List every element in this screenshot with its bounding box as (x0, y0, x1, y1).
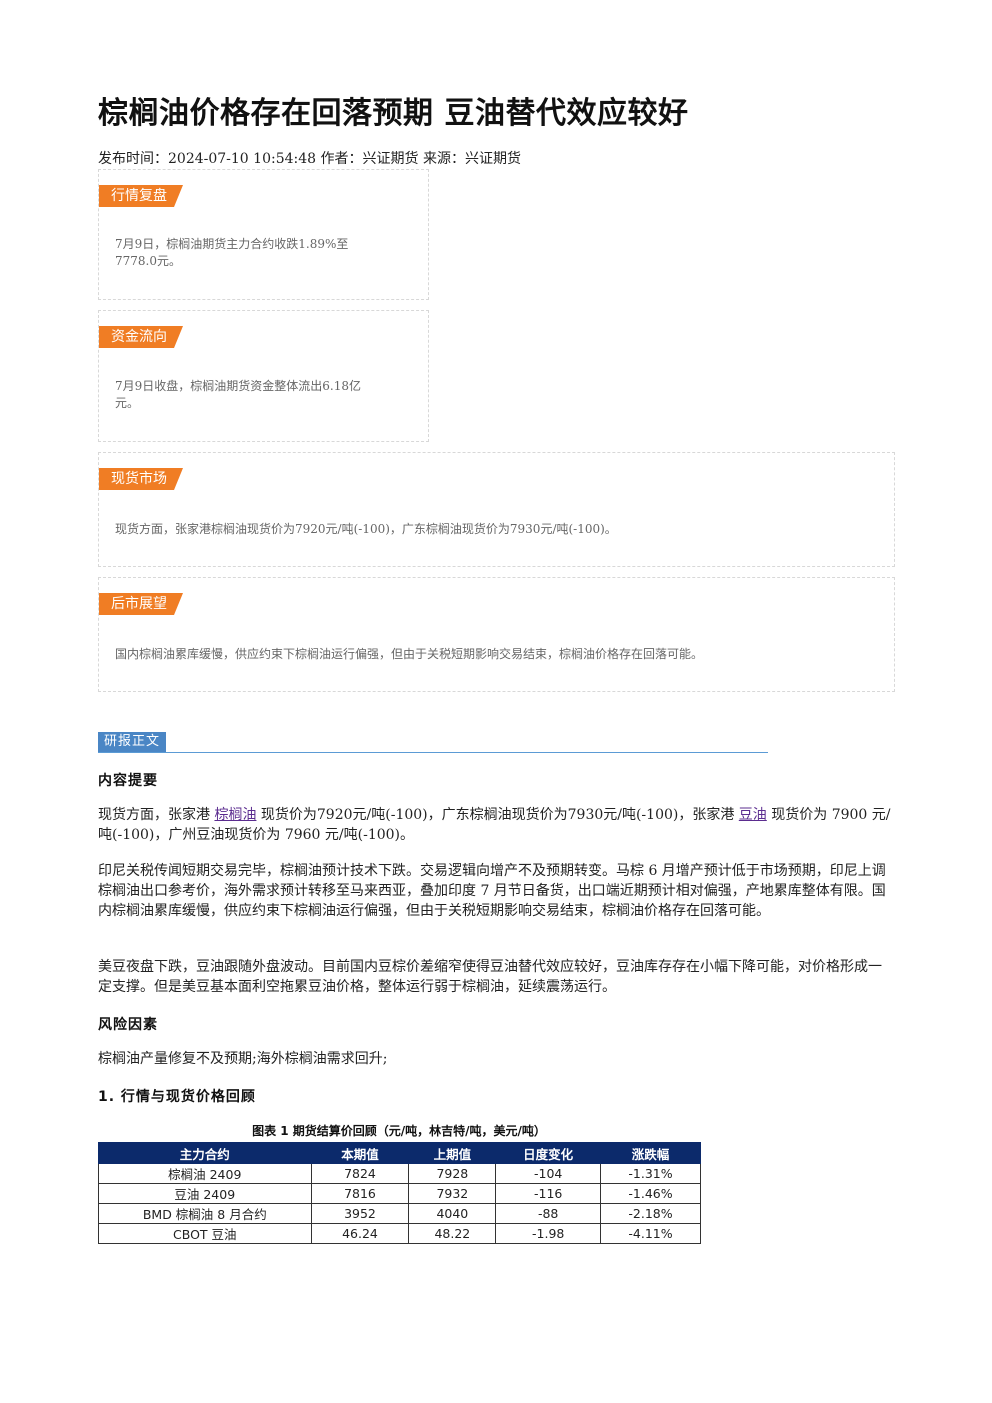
report-section-tag: 研报正文 (98, 732, 167, 752)
summary-paragraph-3: 美豆夜盘下跌，豆油跟随外盘波动。目前国内豆棕价差缩窄使得豆油替代效应较好，豆油库… (98, 959, 882, 995)
cell-contract: 豆油 2409 (98, 1183, 312, 1204)
summary-paragraph-2: 印尼关税传闻短期交易完毕，棕榈油预计技术下跌。交易逻辑向增产不及预期转变。马棕 … (98, 863, 886, 919)
fund-flow-text: 7月9日收盘，棕榈油期货资金整体流出6.18亿 元。 (115, 378, 361, 412)
market-review-line: 7778.0元。 (115, 254, 181, 268)
outlook-line: 国内棕榈油累库缓慢，供应约束下棕榈油运行偏强，但由于关税短期影响交易结束，棕榈油… (115, 647, 704, 661)
cell-pct-change: -1.31% (600, 1163, 701, 1184)
text-span: 现货方面，张家港 (98, 807, 215, 823)
spot-market-tag: 现货市场 (99, 468, 183, 490)
table-row: CBOT 豆油 46.24 48.22 -1.98 -4.11% (98, 1223, 701, 1244)
header-current: 本期值 (310, 1142, 410, 1164)
report-section-header: 研报正文 (98, 732, 768, 753)
cell-current: 7816 (310, 1183, 410, 1204)
header-pct-change: 涨跌幅 (600, 1142, 701, 1164)
cell-contract: 棕榈油 2409 (98, 1163, 312, 1184)
cell-daily-change: -104 (495, 1163, 602, 1184)
spot-market-line: 现货方面，张家港棕榈油现货价为7920元/吨(-100)，广东棕榈油现货价为79… (115, 522, 617, 536)
cell-pct-change: -4.11% (600, 1223, 701, 1244)
article-meta: 发布时间：2024-07-10 10:54:48 作者：兴证期货 来源：兴证期货 (98, 151, 521, 167)
cell-previous: 7932 (408, 1183, 497, 1204)
cell-previous: 4040 (408, 1203, 497, 1224)
table-row: BMD 棕榈油 8 月合约 3952 4040 -88 -2.18% (98, 1203, 701, 1224)
header-contract: 主力合约 (98, 1142, 312, 1164)
fund-flow-line: 7月9日收盘，棕榈油期货资金整体流出6.18亿 (115, 379, 361, 393)
cell-contract: BMD 棕榈油 8 月合约 (98, 1203, 312, 1224)
text-span: 现货价为7920元/吨(-100)，广东棕榈油现货价为7930元/吨(-100)… (256, 807, 739, 823)
market-review-text: 7月9日，棕榈油期货主力合约收跌1.89%至 7778.0元。 (115, 236, 348, 270)
risk-text: 棕榈油产量修复不及预期;海外棕榈油需求回升; (98, 1051, 388, 1067)
fund-flow-card: 资金流向 7月9日收盘，棕榈油期货资金整体流出6.18亿 元。 (98, 310, 429, 442)
summary-heading: 内容提要 (98, 773, 158, 789)
summary-paragraph-1: 现货方面，张家港 棕榈油 现货价为7920元/吨(-100)，广东棕榈油现货价为… (98, 805, 894, 845)
cell-current: 7824 (310, 1163, 410, 1184)
cell-previous: 7928 (408, 1163, 497, 1184)
cell-pct-change: -1.46% (600, 1183, 701, 1204)
table-row: 棕榈油 2409 7824 7928 -104 -1.31% (98, 1163, 701, 1184)
table-header-row: 主力合约 本期值 上期值 日度变化 涨跌幅 (98, 1142, 701, 1164)
market-review-card: 行情复盘 7月9日，棕榈油期货主力合约收跌1.89%至 7778.0元。 (98, 169, 429, 300)
fund-flow-tag: 资金流向 (99, 326, 183, 348)
spot-market-text: 现货方面，张家港棕榈油现货价为7920元/吨(-100)，广东棕榈油现货价为79… (115, 521, 617, 538)
text-span: 现货价为 7900 元/吨(-100)，广州豆油现货价为 7960 元/吨(-1… (98, 807, 891, 843)
page-title: 棕榈油价格存在回落预期 豆油替代效应较好 (98, 96, 689, 131)
market-review-tag: 行情复盘 (99, 185, 183, 207)
outlook-tag: 后市展望 (99, 593, 183, 615)
header-daily-change: 日度变化 (495, 1142, 602, 1164)
header-previous: 上期值 (408, 1142, 497, 1164)
palm-oil-link[interactable]: 棕榈油 (214, 807, 257, 823)
spot-market-card: 现货市场 现货方面，张家港棕榈油现货价为7920元/吨(-100)，广东棕榈油现… (98, 452, 895, 567)
section-1-heading: 1. 行情与现货价格回顾 (98, 1089, 256, 1105)
cell-contract: CBOT 豆油 (98, 1223, 312, 1244)
cell-previous: 48.22 (408, 1223, 497, 1244)
cell-daily-change: -1.98 (495, 1223, 602, 1244)
fund-flow-line: 元。 (115, 396, 140, 410)
cell-current: 3952 (310, 1203, 410, 1224)
outlook-card: 后市展望 国内棕榈油累库缓慢，供应约束下棕榈油运行偏强，但由于关税短期影响交易结… (98, 577, 895, 692)
cell-daily-change: -116 (495, 1183, 602, 1204)
soybean-oil-link[interactable]: 豆油 (738, 807, 767, 823)
cell-pct-change: -2.18% (600, 1203, 701, 1224)
cell-current: 46.24 (310, 1223, 410, 1244)
risk-heading: 风险因素 (98, 1017, 158, 1033)
table-row: 豆油 2409 7816 7932 -116 -1.46% (98, 1183, 701, 1204)
settlement-price-table: 主力合约 本期值 上期值 日度变化 涨跌幅 棕榈油 2409 7824 7928… (98, 1142, 701, 1244)
outlook-text: 国内棕榈油累库缓慢，供应约束下棕榈油运行偏强，但由于关税短期影响交易结束，棕榈油… (115, 646, 703, 663)
cell-daily-change: -88 (495, 1203, 602, 1224)
market-review-line: 7月9日，棕榈油期货主力合约收跌1.89%至 (115, 237, 349, 251)
table-caption: 图表 1 期货结算价回顾（元/吨，林吉特/吨，美元/吨） (252, 1124, 546, 1138)
